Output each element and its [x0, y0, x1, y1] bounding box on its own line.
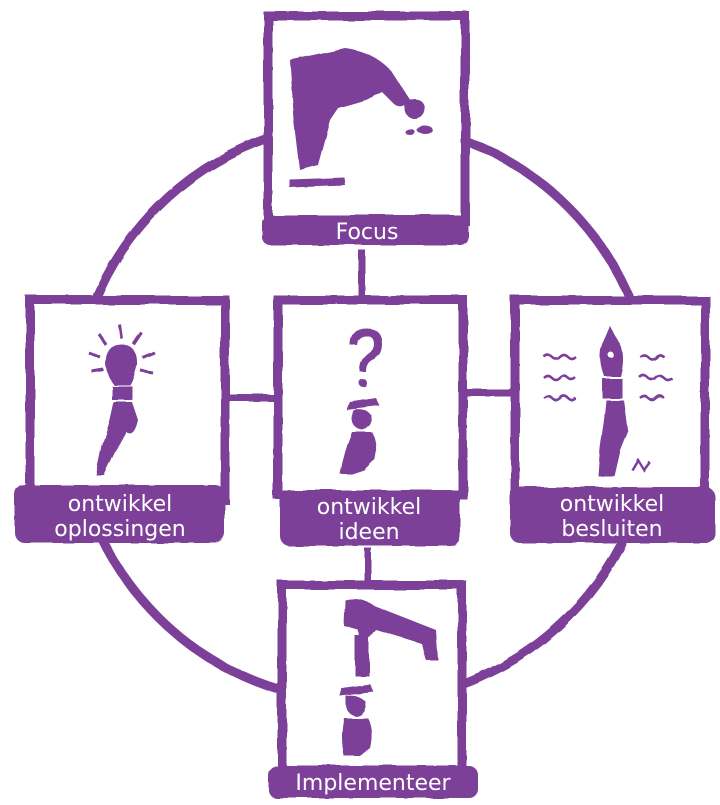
- solutions-label-line1: ontwikkel: [68, 492, 172, 517]
- node-implement: Implementeer: [268, 580, 478, 798]
- decisions-label-line2: besluiten: [561, 517, 662, 542]
- pen-nib-person-icon: [543, 326, 673, 476]
- ideas-label-line2: ideen: [338, 520, 399, 545]
- ideas-label-bar: [280, 490, 460, 546]
- solutions-label-bar: [15, 485, 225, 543]
- implement-label-bar: [268, 766, 478, 798]
- node-solutions: ontwikkel oplossingen: [15, 295, 230, 543]
- solutions-label-line2: oplossingen: [54, 517, 185, 542]
- lightbulb-person-icon: [87, 324, 155, 475]
- implement-label: Implementeer: [295, 771, 451, 796]
- node-focus: Focus: [262, 11, 470, 245]
- node-ideas: ontwikkel ideen: [273, 295, 468, 546]
- node-decisions: ontwikkel besluiten: [510, 295, 715, 543]
- decisions-label-bar: [510, 487, 715, 543]
- ideas-label-line1: ontwikkel: [317, 495, 421, 520]
- hammer-person-icon: [340, 598, 438, 756]
- person-bending-icon: [290, 48, 433, 188]
- decisions-label-line1: ontwikkel: [560, 492, 664, 517]
- question-person-icon: [340, 328, 382, 474]
- focus-label-bar: [262, 215, 468, 245]
- focus-label: Focus: [336, 220, 399, 245]
